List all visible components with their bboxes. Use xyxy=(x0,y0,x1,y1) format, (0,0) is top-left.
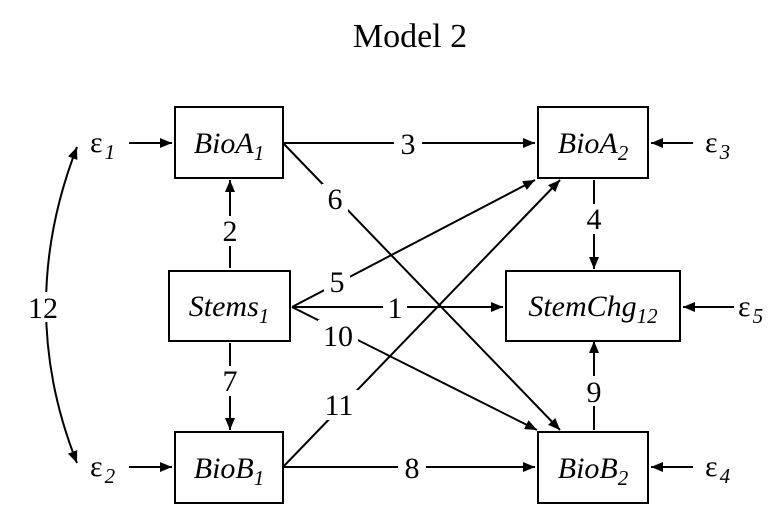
node-stems1: Stems1 xyxy=(168,270,291,342)
node-biob2: BioB2 xyxy=(537,431,649,504)
error-terms: ε1 ε2 ε3 ε4 ε5 xyxy=(90,126,763,488)
path-label-5: 5 xyxy=(330,266,345,299)
node-biob1: BioB1 xyxy=(174,431,284,504)
path-label-11: 11 xyxy=(325,389,354,422)
node-biob1-label: BioB1 xyxy=(194,452,265,490)
path-label-10: 10 xyxy=(323,320,353,353)
path-label-12: 12 xyxy=(28,292,58,325)
path-label-6: 6 xyxy=(328,183,343,216)
node-bioa2-label: BioA2 xyxy=(558,127,629,165)
diagram-title: Model 2 xyxy=(353,18,467,55)
path-label-8: 8 xyxy=(405,452,420,485)
node-bioa1-label: BioA1 xyxy=(194,127,265,165)
error-e5: ε5 xyxy=(738,290,763,328)
error-e1: ε1 xyxy=(90,126,115,164)
path-label-3: 3 xyxy=(401,128,416,161)
node-biob2-label: BioB2 xyxy=(558,452,629,490)
error-e4: ε4 xyxy=(705,450,731,488)
node-stems1-label: Stems1 xyxy=(189,290,270,328)
path-label-7: 7 xyxy=(223,365,238,398)
error-e3: ε3 xyxy=(705,126,730,164)
path-label-9: 9 xyxy=(587,376,602,409)
path-label-1: 1 xyxy=(388,292,403,325)
error-e2: ε2 xyxy=(90,450,116,488)
path-label-2: 2 xyxy=(223,215,238,248)
node-bioa1: BioA1 xyxy=(174,106,284,179)
node-stemchg12-label: StemChg12 xyxy=(528,290,658,328)
node-bioa2: BioA2 xyxy=(537,106,649,179)
path-labels: 3 8 1 2 7 4 9 6 5 10 11 12 xyxy=(23,128,608,485)
node-stemchg12: StemChg12 xyxy=(505,270,681,342)
path-label-4: 4 xyxy=(587,203,602,236)
